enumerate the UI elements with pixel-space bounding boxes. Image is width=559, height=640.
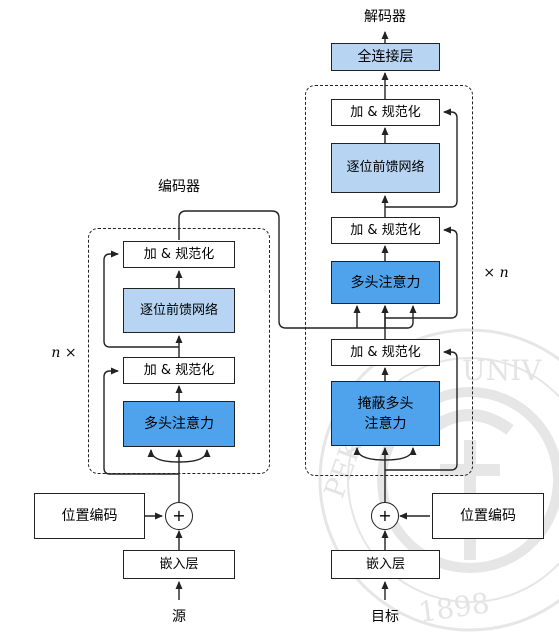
enc-mha-input-right [178, 449, 211, 463]
dec-masked-input-right [384, 447, 417, 461]
enc-residual-2 [103, 250, 179, 348]
decoder-sum-icon: + [371, 502, 399, 530]
dec-residual-1 [385, 348, 458, 471]
decoder-block-frame [305, 85, 473, 476]
encoder-positional-encoding: 位置编码 [34, 493, 145, 539]
masked-mha-line-2: 注意力 [364, 415, 407, 432]
decoder-add-norm-bottom: 加 & 规范化 [331, 339, 440, 366]
encoder-repeat-label: n × [51, 345, 77, 361]
dec-residual-3 [385, 108, 458, 208]
decoder-input-label: 目标 [371, 609, 399, 625]
decoder-embedding: 嵌入层 [331, 550, 440, 579]
watermark-ring-text: UNIV [462, 354, 542, 387]
encoder-input-label: 源 [172, 609, 186, 625]
decoder-repeat-label: × n [483, 265, 509, 281]
encoder-multi-head-attention: 多头注意力 [123, 401, 235, 447]
masked-mha-line-1: 掩蔽多头 [357, 395, 414, 412]
enc-to-dec-connector [178, 210, 417, 329]
dec-masked-input-left [353, 447, 386, 461]
encoder-embedding: 嵌入层 [123, 550, 235, 579]
decoder-dense: 全连接层 [331, 43, 440, 71]
encoder-add-norm-top: 加 & 规范化 [123, 241, 235, 268]
decoder-title: 解码器 [364, 9, 406, 25]
enc-mha-input-left [147, 449, 180, 463]
decoder-masked-multi-head-attention: 掩蔽多头 注意力 [331, 381, 440, 446]
dec-residual-2 [385, 226, 458, 319]
encoder-block-frame [88, 228, 270, 474]
decoder-positional-encoding: 位置编码 [432, 493, 544, 539]
encoder-add-norm-bottom: 加 & 规范化 [123, 357, 235, 384]
decoder-multi-head-attention: 多头注意力 [331, 261, 440, 304]
decoder-add-norm-mid: 加 & 规范化 [331, 217, 440, 244]
encoder-title: 编码器 [158, 179, 200, 195]
encoder-sum-icon: + [165, 502, 193, 530]
decoder-add-norm-top: 加 & 规范化 [331, 99, 440, 126]
decoder-ffn: 逐位前馈网络 [331, 143, 440, 193]
encoder-ffn: 逐位前馈网络 [123, 288, 235, 333]
